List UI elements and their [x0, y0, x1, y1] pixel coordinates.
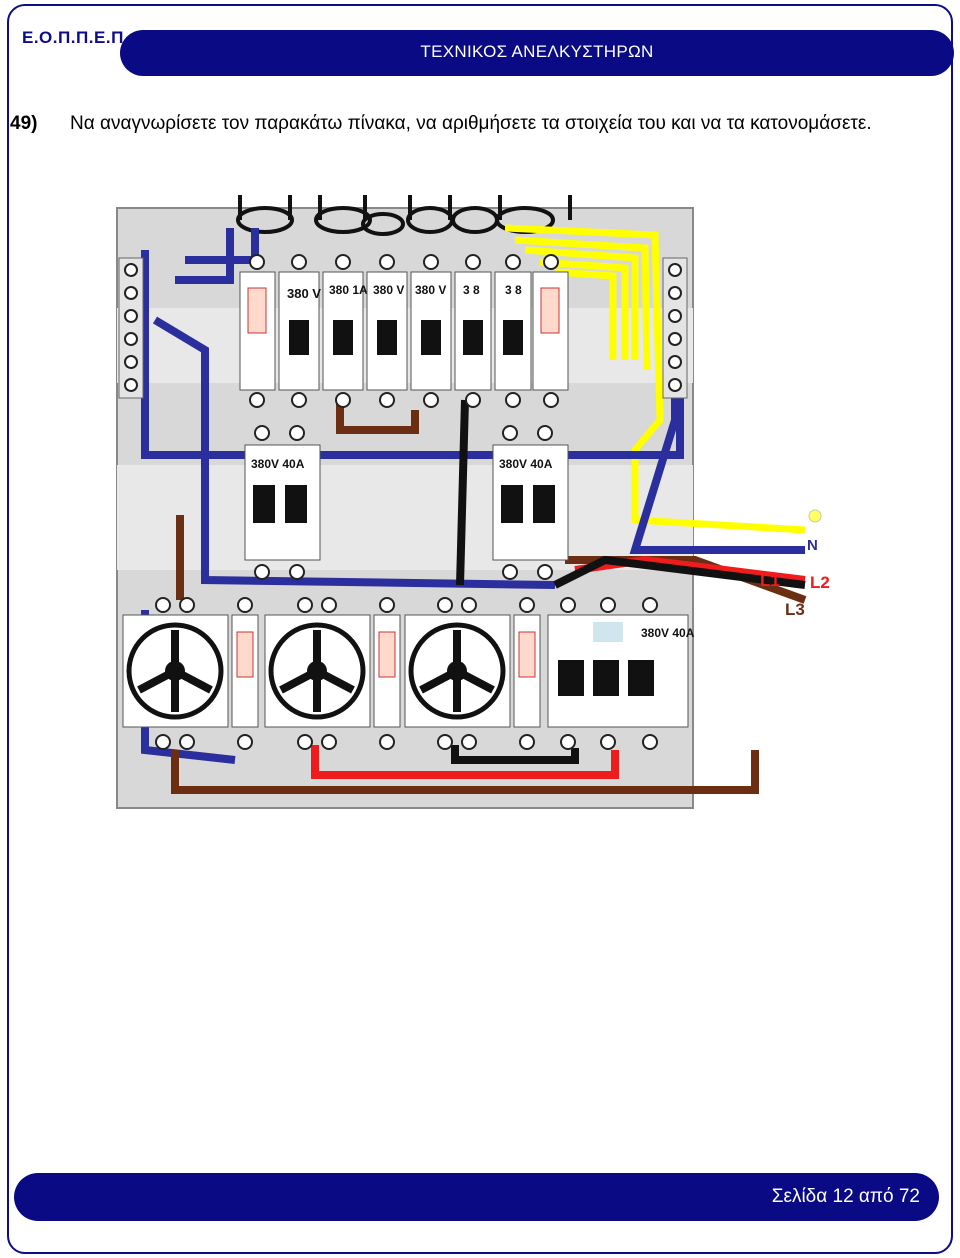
organization-name: Ε.Ο.Π.Π.Ε.Π. — [22, 28, 130, 47]
terminal-strip-left — [118, 257, 144, 399]
bottom-screws — [155, 597, 658, 750]
top-breaker-6: 3 8 — [494, 271, 532, 391]
question-number: 49) — [10, 113, 38, 134]
top-breaker-3: 380 V — [366, 271, 408, 391]
footer-banner — [14, 1173, 939, 1221]
bottom-breaker-3pole: 380V 40A — [547, 614, 695, 728]
selector-switch-2 — [264, 614, 401, 728]
label-l3: L3 — [785, 600, 805, 619]
top-breaker-row: 380 V 380 1A 380 V 380 V 3 8 3 8 — [239, 254, 569, 408]
yellow-wires — [504, 224, 806, 534]
black-wires — [451, 399, 806, 764]
top-breaker-1: 380 V — [278, 271, 321, 391]
top-breaker-5: 3 8 — [454, 271, 492, 391]
header-banner — [120, 30, 954, 76]
top-breaker-6-label: 3 8 — [505, 283, 522, 297]
middle-breaker-left-label: 380V 40A — [251, 457, 305, 471]
cable-loops — [236, 195, 572, 236]
bottom-breaker-label: 380V 40A — [641, 626, 695, 640]
din-rail-middle — [117, 465, 693, 570]
question-text: Να αναγνωρίσετε τον παρακάτω πίνακα, να … — [70, 113, 872, 134]
label-l2: L2 — [810, 573, 830, 592]
page-frame — [7, 4, 953, 1254]
top-breaker-3-label: 380 V — [373, 283, 404, 297]
header-title: ΤΕΧΝΙΚΟΣ ΑΝΕΛΚΥΣΤΗΡΩΝ — [420, 42, 654, 61]
middle-breaker-left: 380V 40A — [244, 425, 321, 580]
top-breaker-2-label: 380 1A — [329, 283, 368, 297]
middle-breaker-right: 380V 40A — [492, 425, 569, 580]
top-breaker-screws — [249, 254, 559, 408]
selector-switch-3 — [404, 614, 541, 728]
selector-switch-1 — [122, 614, 259, 728]
terminal-strip-right — [662, 257, 688, 399]
electrical-panel-diagram: 380 V 380 1A 380 V 380 V 3 8 3 8 — [116, 195, 830, 809]
page-number: Σελίδα 12 από 72 — [771, 1186, 920, 1207]
top-breaker-5-label: 3 8 — [463, 283, 480, 297]
label-neutral: N — [807, 537, 818, 554]
label-l1: L1 — [760, 571, 780, 590]
top-breaker-4: 380 V — [410, 271, 452, 391]
top-breaker-1-label: 380 V — [287, 286, 321, 301]
top-breaker-4-label: 380 V — [415, 283, 446, 297]
earth-terminal — [808, 509, 822, 523]
top-breaker-2: 380 1A — [322, 271, 368, 391]
middle-breaker-right-label: 380V 40A — [499, 457, 553, 471]
